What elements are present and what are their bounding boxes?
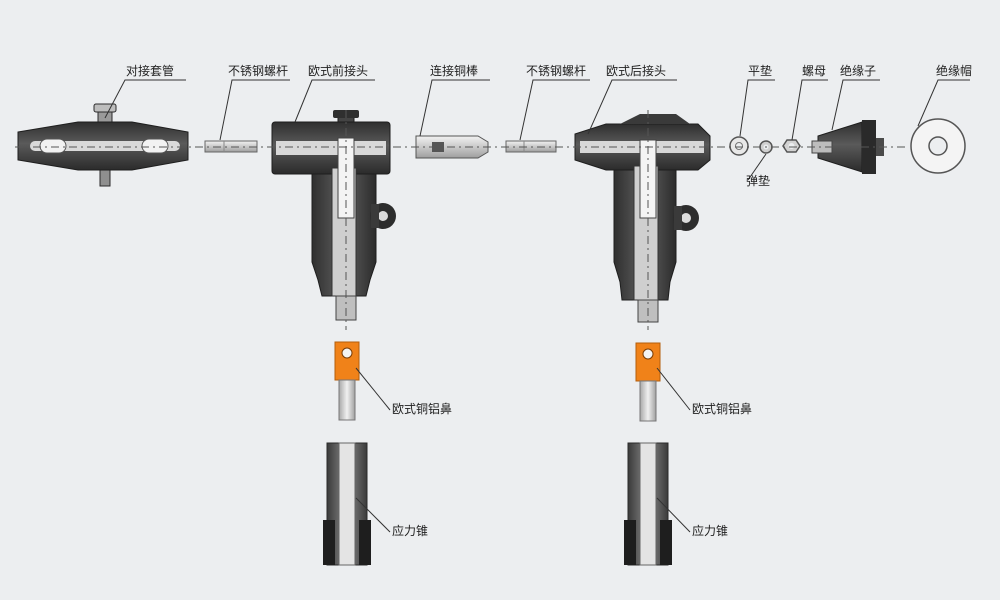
stress-cone-right-part: [624, 442, 672, 566]
leader-connector-sleeve: [104, 79, 186, 119]
leader-stress-cone-left: [355, 497, 391, 533]
leader-flat-washer: [739, 79, 775, 137]
connector-sleeve-part: [17, 103, 189, 187]
label-connector-sleeve: 对接套管: [126, 64, 175, 78]
label-lug-right: 欧式铜铝鼻: [692, 402, 753, 416]
label-insulating-cap: 绝缘帽: [936, 64, 973, 78]
leader-lug-right: [656, 367, 691, 411]
insulating-cap-part: [910, 118, 966, 174]
label-flat-washer: 平垫: [748, 64, 773, 78]
leader-insulator: [831, 79, 880, 131]
leader-spring-washer: [747, 153, 767, 181]
label-ss-bolt-front: 不锈钢螺杆: [228, 64, 289, 78]
nut-part: [782, 139, 801, 153]
label-spring-washer: 弹垫: [746, 174, 771, 188]
flat-washer-part: [729, 136, 749, 156]
label-lug-left: 欧式铜铝鼻: [392, 402, 453, 416]
lug-left-part: [334, 341, 360, 421]
label-stress-cone-right: 应力锥: [692, 524, 729, 538]
label-insulator: 绝缘子: [840, 64, 877, 78]
lug-right-part: [635, 342, 661, 422]
label-copper-rod: 连接铜棒: [430, 64, 479, 78]
label-stress-cone-left: 应力锥: [392, 524, 429, 538]
leader-ss-bolt-rear: [519, 79, 590, 141]
leader-copper-rod: [419, 79, 490, 137]
stress-cone-left-part: [323, 442, 371, 566]
leader-stress-cone-right: [656, 497, 691, 533]
leader-rear-connector: [587, 79, 677, 135]
label-nut: 螺母: [802, 64, 827, 78]
label-rear-connector: 欧式后接头: [606, 64, 667, 78]
leader-ss-bolt-front: [219, 79, 290, 141]
label-ss-bolt-rear: 不锈钢螺杆: [526, 64, 587, 78]
leader-lug-left: [355, 367, 391, 411]
leader-nut: [791, 79, 828, 141]
front-connector-part: [271, 110, 396, 321]
label-front-connector: 欧式前接头: [308, 64, 369, 78]
leader-lines: [104, 79, 970, 533]
rear-connector-part: [574, 114, 711, 323]
leader-insulating-cap: [917, 79, 970, 127]
leader-front-connector: [294, 79, 375, 123]
